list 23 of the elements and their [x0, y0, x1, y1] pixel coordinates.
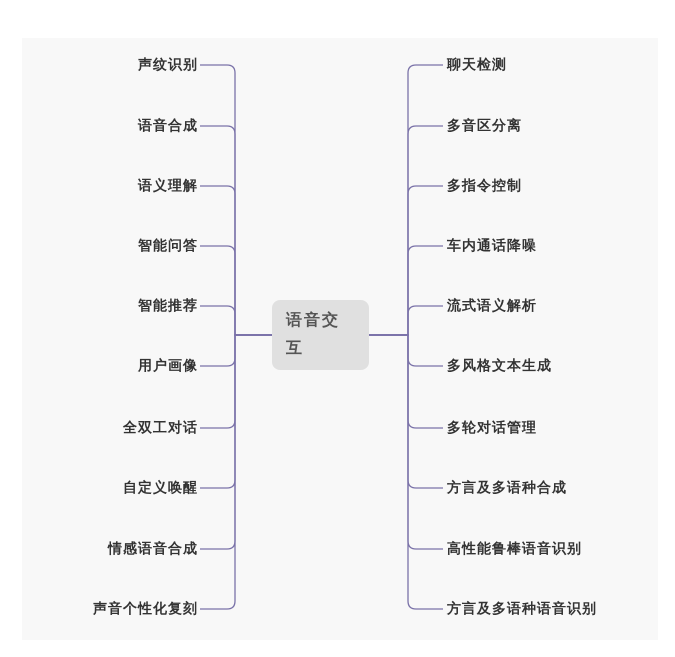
branch-label: 车内通话降噪: [447, 236, 537, 256]
connector-line: [200, 334, 272, 610]
branch-label: 多音区分离: [447, 116, 522, 136]
branch-label: 声音个性化复刻: [93, 599, 198, 619]
branch-label: 高性能鲁棒语音识别: [447, 539, 582, 559]
branch-label: 声纹识别: [138, 55, 198, 75]
branch-label: 方言及多语种语音识别: [447, 599, 597, 619]
branch-label: 多轮对话管理: [447, 418, 537, 438]
branch-label: 情感语音合成: [108, 539, 198, 559]
connector-line: [369, 334, 443, 610]
topic-box: 语音交互: [272, 300, 369, 370]
branch-label: 语音合成: [138, 116, 198, 136]
branch-label: 语义理解: [138, 176, 198, 196]
branch-label: 自定义唤醒: [123, 478, 198, 498]
branch-label: 全双工对话: [123, 418, 198, 438]
branch-label: 聊天检测: [447, 55, 507, 75]
branch-label: 多指令控制: [447, 176, 522, 196]
branch-label: 流式语义解析: [447, 296, 537, 316]
branch-label: 方言及多语种合成: [447, 478, 567, 498]
branch-label: 多风格文本生成: [447, 356, 552, 376]
branch-label: 用户画像: [138, 356, 198, 376]
branch-label: 智能推荐: [138, 296, 198, 316]
branch-label: 智能问答: [138, 236, 198, 256]
